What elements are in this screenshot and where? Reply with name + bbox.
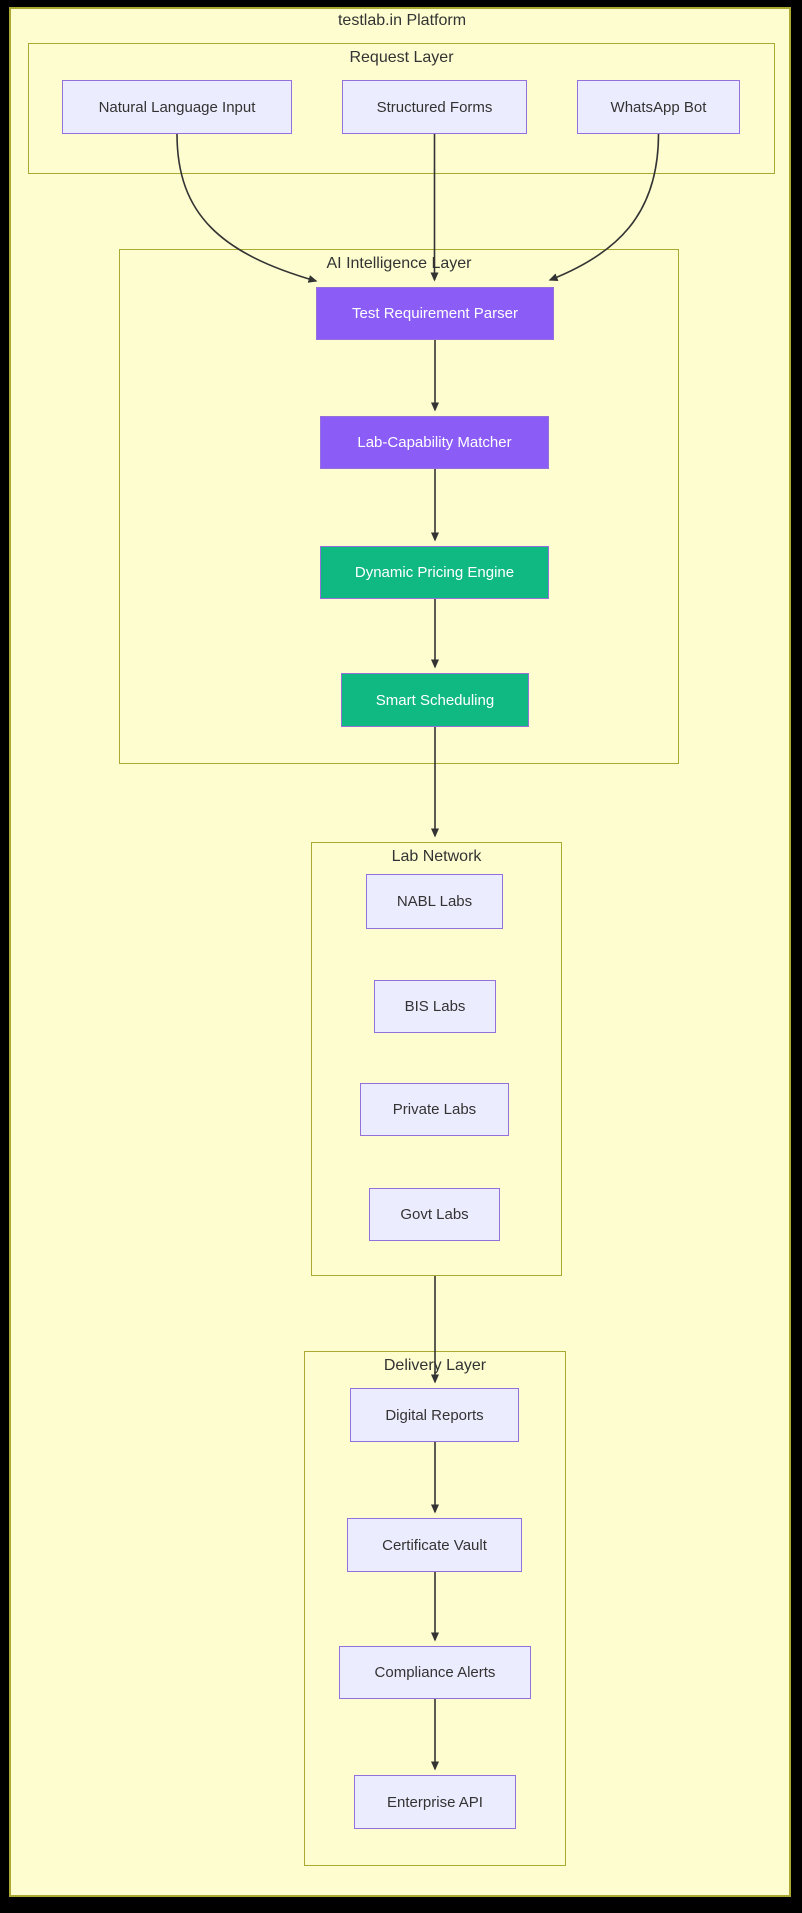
cluster-delivery-layer-label: Delivery Layer xyxy=(383,1357,487,1374)
cluster-lab-network: Lab Network xyxy=(311,842,562,1276)
node-compliance-alerts: Compliance Alerts xyxy=(339,1646,531,1699)
node-enterprise-api: Enterprise API xyxy=(354,1775,516,1829)
node-private-labs: Private Labs xyxy=(360,1083,509,1136)
cluster-lab-network-label: Lab Network xyxy=(391,848,482,865)
node-digital-reports: Digital Reports xyxy=(350,1388,519,1442)
cluster-request-layer-label: Request Layer xyxy=(349,49,454,66)
node-whatsapp-bot: WhatsApp Bot xyxy=(577,80,740,134)
diagram-title: testlab.in Platform xyxy=(337,12,467,29)
node-certificate-vault: Certificate Vault xyxy=(347,1518,522,1572)
node-dynamic-pricing-engine: Dynamic Pricing Engine xyxy=(320,546,549,599)
node-bis-labs: BIS Labs xyxy=(374,980,496,1033)
cluster-ai-intelligence-layer-label: AI Intelligence Layer xyxy=(326,255,472,272)
node-smart-scheduling: Smart Scheduling xyxy=(341,673,529,727)
node-test-requirement-parser: Test Requirement Parser xyxy=(316,287,554,340)
node-govt-labs: Govt Labs xyxy=(369,1188,500,1241)
cluster-request-layer: Request Layer xyxy=(28,43,775,174)
node-nabl-labs: NABL Labs xyxy=(366,874,503,929)
node-lab-capability-matcher: Lab-Capability Matcher xyxy=(320,416,549,469)
node-structured-forms: Structured Forms xyxy=(342,80,527,134)
node-natural-language-input: Natural Language Input xyxy=(62,80,292,134)
